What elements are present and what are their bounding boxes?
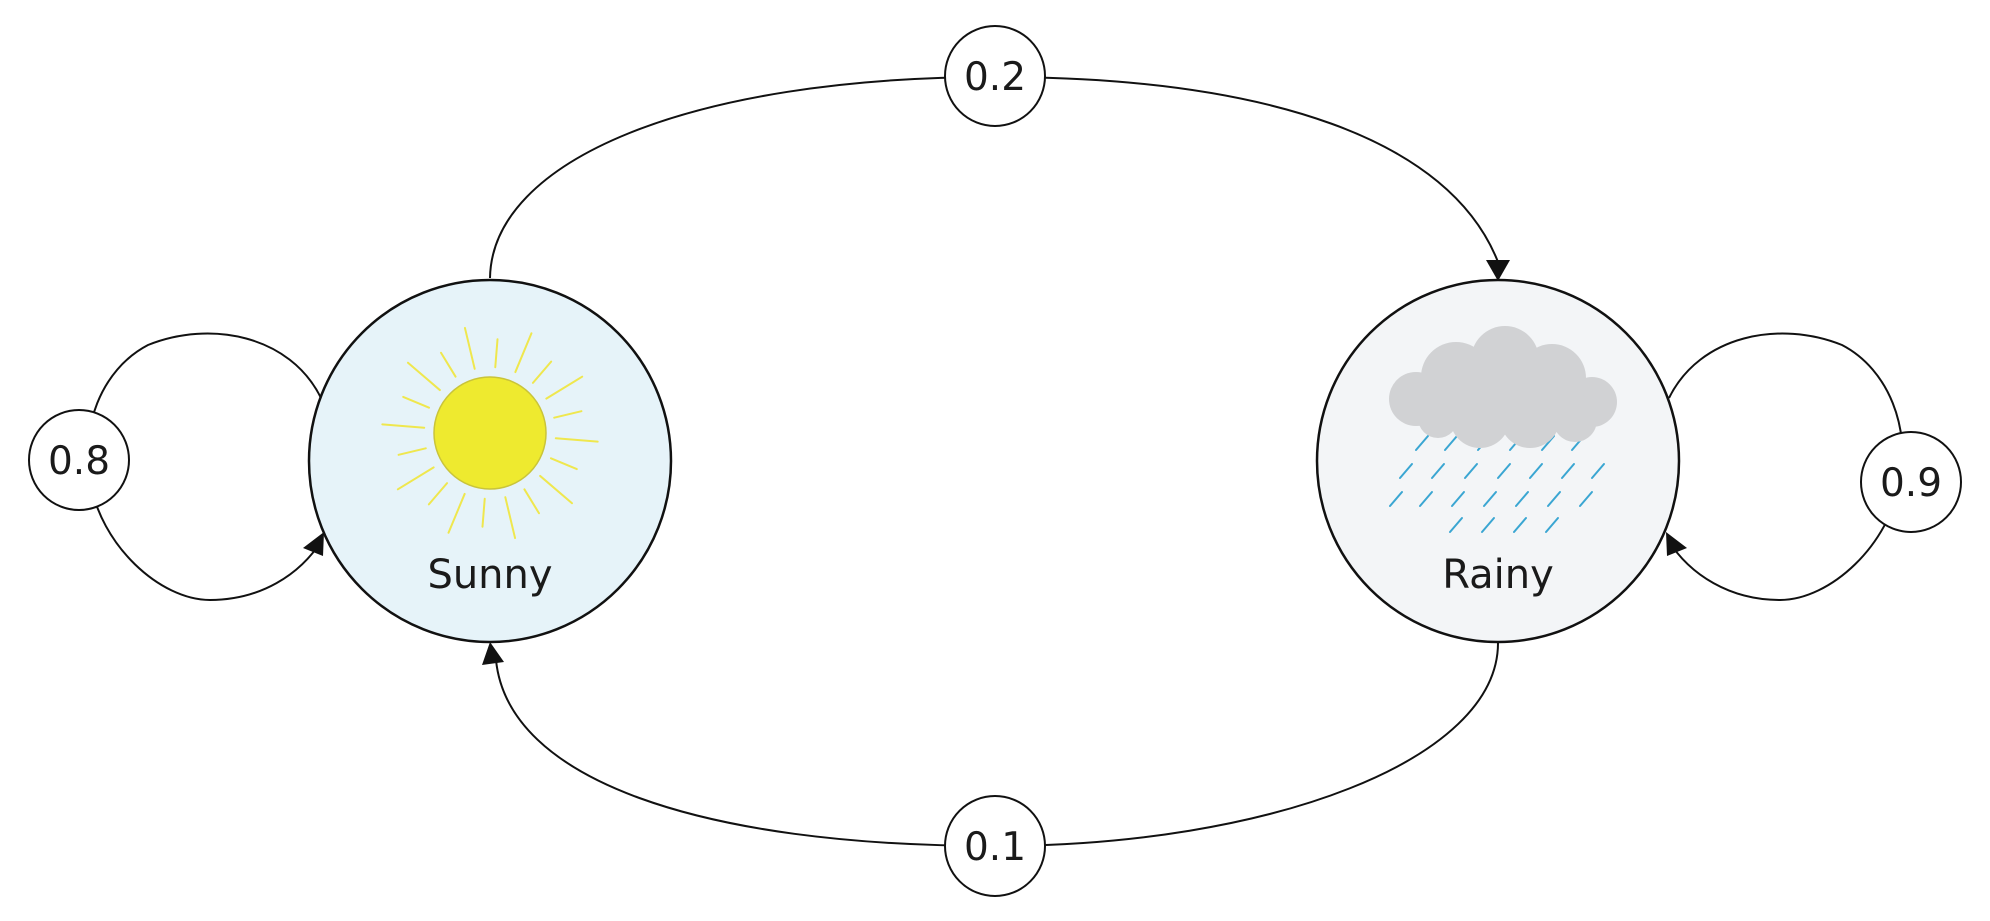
prob-sunny-to-sunny: 0.8 xyxy=(48,439,110,484)
prob-rainy-to-rainy: 0.9 xyxy=(1880,461,1942,506)
rain-streak xyxy=(1545,517,1559,533)
rain-streak xyxy=(1444,435,1458,451)
sun-ray xyxy=(381,423,426,429)
prob-sunny-to-rainy: 0.2 xyxy=(964,55,1026,100)
arrowhead-rainy-to-sunny xyxy=(482,642,504,665)
state-sunny: Sunny xyxy=(307,278,673,644)
sun-ray xyxy=(406,361,441,392)
rain-streak xyxy=(1529,463,1543,479)
sun-ray xyxy=(396,466,435,491)
sun-ray xyxy=(539,474,574,505)
rain-streak xyxy=(1389,491,1403,507)
sun-ray xyxy=(402,395,431,409)
sun-ray xyxy=(481,497,486,528)
arrowhead-sunny-self-loop xyxy=(303,532,324,556)
sun-ray xyxy=(554,437,599,443)
sun-ray xyxy=(504,496,517,540)
rain-streak xyxy=(1515,491,1529,507)
sun-ray xyxy=(427,482,449,506)
sun-ray xyxy=(514,332,533,374)
prob-node-rainy-to-sunny: 0.1 xyxy=(944,795,1046,897)
state-rainy: Rainy xyxy=(1315,278,1681,644)
rain-streak xyxy=(1483,491,1497,507)
sun-ray xyxy=(531,360,553,384)
sun-ray xyxy=(553,410,583,419)
rain-streak xyxy=(1415,435,1429,451)
prob-node-rainy-self: 0.9 xyxy=(1860,431,1962,533)
rain-streak xyxy=(1481,517,1495,533)
rain-streak xyxy=(1449,517,1463,533)
rain-streak xyxy=(1561,463,1575,479)
prob-node-sunny-to-rainy: 0.2 xyxy=(944,25,1046,127)
arrowhead-rainy-self-loop xyxy=(1666,532,1687,556)
sun-ray xyxy=(494,338,499,369)
sun-ray xyxy=(397,447,427,456)
rain-streak xyxy=(1579,491,1593,507)
rain-streak xyxy=(1497,463,1511,479)
rain-streak xyxy=(1547,491,1561,507)
sun-ray xyxy=(523,488,540,515)
rain-streak xyxy=(1591,463,1605,479)
rain-streak xyxy=(1464,463,1478,479)
arrowhead-sunny-to-rainy xyxy=(1486,260,1510,281)
prob-rainy-to-sunny: 0.1 xyxy=(964,825,1026,870)
sun-ray xyxy=(549,457,578,471)
rain-cloud-icon xyxy=(1389,326,1617,533)
sun-ray xyxy=(440,351,457,378)
rain-streak xyxy=(1431,463,1445,479)
sun-ray xyxy=(447,492,466,534)
rain-streak xyxy=(1451,491,1465,507)
rain-streak xyxy=(1419,491,1433,507)
state-rainy-circle xyxy=(1315,278,1681,644)
rain-streak xyxy=(1399,463,1413,479)
sun-icon xyxy=(381,326,599,540)
sun-ray xyxy=(545,375,584,400)
state-sunny-label: Sunny xyxy=(427,552,552,598)
state-rainy-label: Rainy xyxy=(1442,552,1554,598)
rain-streak xyxy=(1513,517,1527,533)
prob-node-sunny-self: 0.8 xyxy=(28,409,130,511)
sun-ray xyxy=(463,326,476,370)
